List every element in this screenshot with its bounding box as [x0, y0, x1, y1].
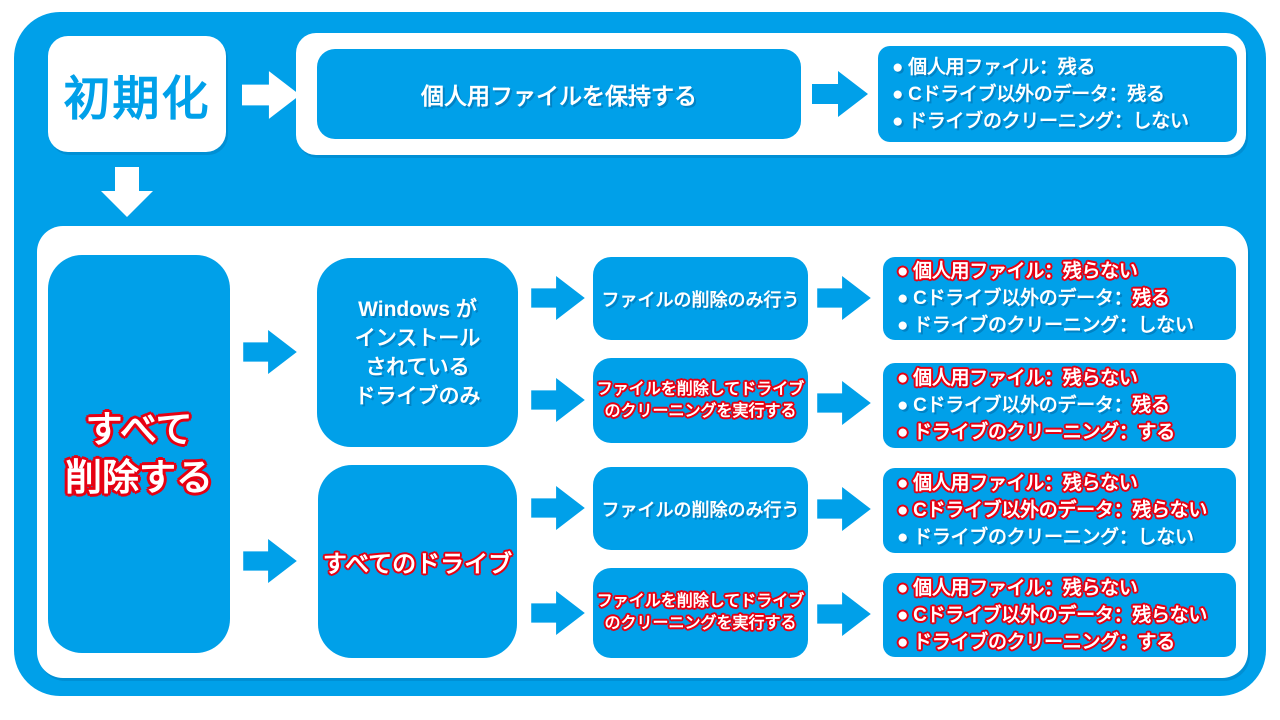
option-label-line: ファイルを削除してドライブ [596, 593, 805, 610]
result-line: ● 個人用ファイル：残らない [897, 473, 1138, 494]
result-line: ● Cドライブ以外のデータ：残らない [897, 604, 1208, 626]
option-delete-and-clean-node: ファイルを削除してドライブ のクリーニングを実行する [593, 358, 808, 443]
option-label-line: のクリーニングを実行する [604, 402, 797, 420]
keep-option-label: 個人用ファイルを保持する [421, 83, 697, 109]
option-label-line: ファイルの削除のみ行う [601, 499, 800, 520]
result-line: ● ドライブのクリーニング：しない [892, 110, 1189, 132]
arrow-right-icon [817, 276, 871, 320]
arrow-right-icon [817, 487, 871, 531]
drive-all-node: すべてのドライブ [318, 465, 517, 658]
result-line: ● ドライブのクリーニング：する [897, 422, 1175, 443]
option-delete-files-only-node: ファイルの削除のみ行う [593, 467, 808, 550]
result-line: ● ドライブのクリーニング：しない [897, 527, 1194, 548]
drive-windows-line: インストール [354, 326, 481, 350]
result-node: ● 個人用ファイル：残らない ● Cドライブ以外のデータ：残る ● ドライブのク… [883, 363, 1236, 448]
drive-windows-line: Windows が [358, 297, 477, 321]
drive-windows-line: されている [365, 355, 470, 379]
arrow-down-icon [101, 167, 153, 217]
arrow-right-icon [531, 486, 585, 530]
arrow-right-icon [242, 69, 300, 121]
result-node: ● 個人用ファイル：残らない ● Cドライブ以外のデータ：残る ● ドライブのク… [883, 257, 1236, 340]
arrow-right-icon [243, 539, 297, 583]
result-line: ● Cドライブ以外のデータ：残る [897, 288, 1170, 309]
option-delete-and-clean-node: ファイルを削除してドライブ のクリーニングを実行する [593, 568, 808, 658]
arrow-right-icon [531, 276, 585, 320]
result-node: ● 個人用ファイル：残らない ● Cドライブ以外のデータ：残らない ● ドライブ… [883, 468, 1236, 553]
result-line: ● Cドライブ以外のデータ：残らない [897, 500, 1208, 521]
result-node: ● 個人用ファイル：残らない ● Cドライブ以外のデータ：残らない ● ドライブ… [883, 573, 1236, 657]
result-line: ● 個人用ファイル：残らない [897, 368, 1138, 389]
result-line: ● Cドライブ以外のデータ：残る [892, 83, 1165, 105]
arrow-right-icon [817, 381, 871, 425]
result-line: ● 個人用ファイル：残らない [897, 577, 1138, 599]
keep-result-node: ● 個人用ファイル：残る ● Cドライブ以外のデータ：残る ● ドライブのクリー… [878, 46, 1237, 142]
delete-all-label-line: すべて [85, 409, 193, 450]
result-line: ● 個人用ファイル：残る [892, 56, 1096, 78]
node-reset-label: 初期化 [63, 71, 211, 125]
delete-all-label-line: 削除する [65, 457, 213, 498]
option-label-line: のクリーニングを実行する [604, 615, 797, 632]
delete-all-node: すべて 削除する [48, 255, 230, 653]
result-line: ● 個人用ファイル：残らない [897, 261, 1138, 282]
drive-windows-node: Windows が インストール されている ドライブのみ [317, 258, 518, 447]
arrow-right-icon [243, 330, 297, 374]
node-reset: 初期化 [48, 36, 226, 152]
arrow-right-icon [817, 592, 871, 636]
arrow-right-icon [531, 378, 585, 422]
drive-windows-line: ドライブのみ [354, 384, 481, 408]
keep-option-node: 個人用ファイルを保持する [317, 49, 801, 139]
drive-all-label: すべてのドライブ [322, 551, 513, 578]
result-line: ● ドライブのクリーニング：しない [897, 315, 1194, 336]
result-line: ● Cドライブ以外のデータ：残る [897, 395, 1170, 416]
arrow-right-icon [531, 591, 585, 635]
option-delete-files-only-node: ファイルの削除のみ行う [593, 257, 808, 340]
arrow-right-icon [812, 71, 868, 117]
option-label-line: ファイルを削除してドライブ [596, 380, 805, 398]
option-label-line: ファイルの削除のみ行う [601, 289, 800, 310]
result-line: ● ドライブのクリーニング：する [897, 631, 1175, 653]
